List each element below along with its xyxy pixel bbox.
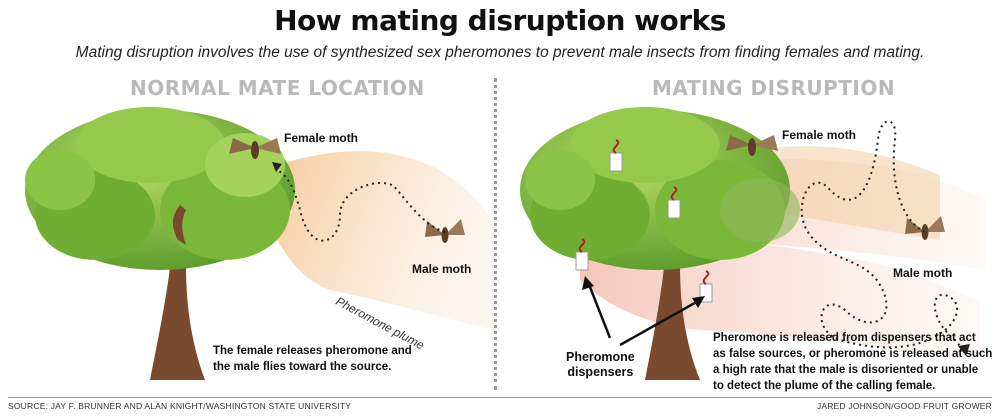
dispensers-label-line: dispensers	[567, 365, 634, 379]
artist-credit: JARED JOHNSON/GOOD FRUIT GROWER	[816, 401, 992, 411]
female-moth-label-left: Female moth	[284, 131, 359, 145]
right-caption-line: as false sources, or pheromone is releas…	[713, 348, 993, 360]
male-flight-path-left	[274, 167, 446, 242]
male-moth-left	[425, 219, 465, 243]
male-moth-right	[905, 216, 945, 240]
flight-arrow-left	[272, 162, 282, 172]
tree-right	[520, 107, 800, 380]
dispenser-3	[575, 238, 589, 271]
right-panel-heading: MATING DISRUPTION	[652, 76, 896, 100]
dispensers-label: Pheromone dispensers	[566, 350, 635, 380]
page-title: How mating disruption works	[274, 4, 726, 37]
flight-arrow-right	[958, 344, 970, 356]
footer-rule	[8, 397, 992, 398]
pheromone-plume-left	[262, 151, 494, 330]
dispenser-2	[667, 186, 681, 219]
dispenser-1	[609, 139, 623, 172]
left-caption-line: the male flies toward the source.	[213, 361, 392, 373]
male-moth-label-right: Male moth	[893, 266, 953, 280]
dispenser-arrow-2	[619, 298, 701, 347]
dispenser-arrow-1	[586, 281, 612, 339]
tree-trunk-right	[645, 205, 700, 380]
dispensers-label-line: Pheromone	[566, 350, 635, 364]
male-flight-path-right	[800, 120, 966, 353]
left-caption: The female releases pheromone and the ma…	[213, 343, 412, 375]
tree-trunk-left	[150, 205, 205, 380]
page-subtitle: Mating disruption involves the use of sy…	[75, 44, 925, 61]
right-caption: Pheromone is released from dispensers th…	[713, 330, 992, 394]
female-moth-label-right: Female moth	[782, 128, 857, 142]
female-moth-right	[726, 135, 778, 156]
left-caption-line: The female releases pheromone and	[213, 345, 412, 357]
right-caption-line: to detect the plume of the calling femal…	[713, 380, 936, 392]
tree-left	[25, 107, 295, 380]
source-credit: SOURCE: JAY F. BRUNNER AND ALAN KNIGHT/W…	[8, 401, 352, 411]
female-moth-left	[229, 138, 281, 159]
panel-divider	[494, 78, 497, 390]
right-caption-line: a high rate that the male is disoriented…	[713, 364, 979, 376]
male-moth-label-left: Male moth	[412, 262, 472, 276]
right-caption-line: Pheromone is released from dispensers th…	[713, 332, 976, 344]
left-panel-heading: NORMAL MATE LOCATION	[130, 76, 425, 100]
